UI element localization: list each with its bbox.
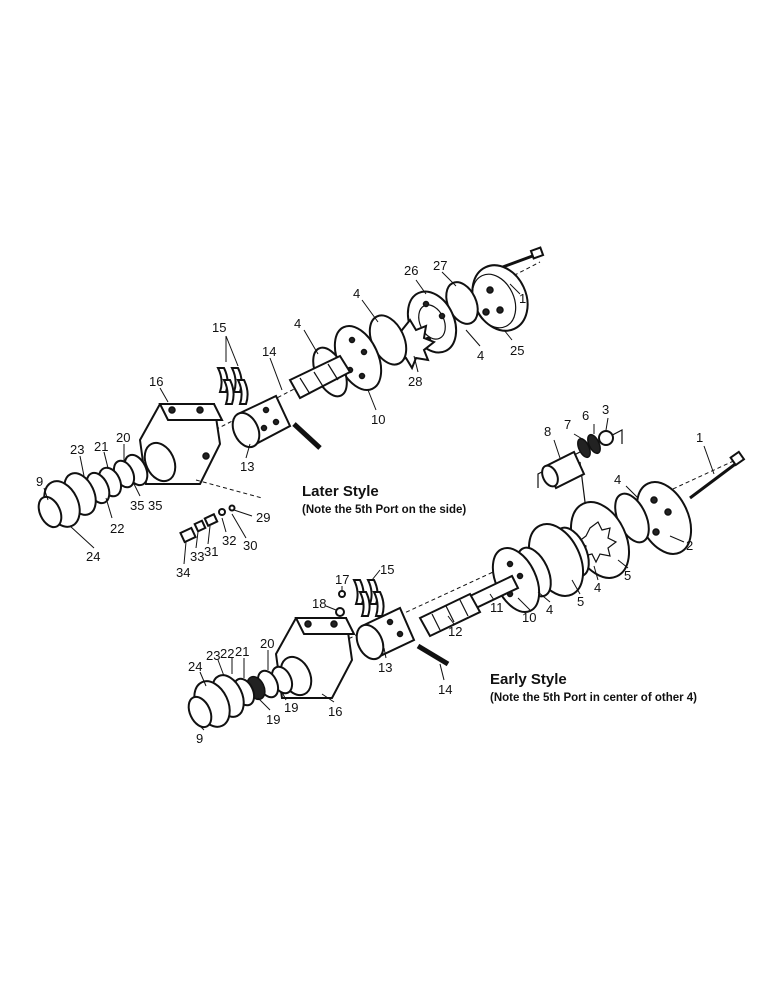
later-pin-part-14: [292, 422, 322, 450]
callout-later-30: 30: [243, 538, 257, 553]
callout-later-16: 16: [149, 374, 163, 389]
callout-early-8: 8: [544, 424, 551, 439]
callout-later-13: 13: [240, 459, 254, 474]
callout-early-24: 24: [188, 659, 202, 674]
callout-later-10: 10: [371, 412, 385, 427]
callout-early-17: 17: [335, 572, 349, 587]
callout-later-26: 26: [404, 263, 418, 278]
callout-early-19a: 19: [284, 700, 298, 715]
later-housing-part-16: [138, 403, 224, 485]
early-style-note: (Note the 5th Port in center of other 4): [490, 692, 697, 704]
early-springs-part-15: [352, 579, 385, 617]
later-style-note: (Note the 5th Port on the side): [302, 504, 466, 516]
callout-later-4a: 4: [353, 286, 360, 301]
callout-later-22: 22: [110, 521, 124, 536]
callout-early-18: 18: [312, 596, 326, 611]
callout-early-22: 22: [220, 646, 234, 661]
early-ring-part-7: [577, 437, 591, 459]
callout-early-19b: 19: [266, 712, 280, 727]
callout-later-4c: 4: [477, 348, 484, 363]
callout-early-10: 10: [522, 610, 536, 625]
callout-later-29: 29: [256, 510, 270, 525]
early-end-cover-part-2: [635, 481, 693, 555]
later-drive-shaft: [288, 354, 352, 400]
early-ring-part-6: [587, 433, 601, 455]
callout-early-6: 6: [582, 408, 589, 423]
early-housing-part-16: [274, 617, 356, 699]
callout-early-4b: 4: [594, 580, 601, 595]
callout-later-34: 34: [176, 565, 190, 580]
early-pin-part-14: [416, 643, 450, 667]
callout-later-23: 23: [70, 442, 84, 457]
early-bolt-part-1: [689, 450, 746, 500]
later-bolt-part-1: [499, 246, 545, 270]
callout-early-4c: 4: [546, 602, 553, 617]
early-style-title: Early Style: [490, 671, 567, 688]
early-ring-part-9: [187, 695, 213, 729]
callout-later-4b: 4: [294, 316, 301, 331]
early-ball-part-3: [598, 430, 614, 446]
callout-early-1: 1: [696, 430, 703, 445]
callout-early-3: 3: [602, 402, 609, 417]
callout-later-9: 9: [36, 474, 43, 489]
callout-early-11: 11: [490, 600, 504, 615]
callout-later-25: 25: [510, 343, 524, 358]
callout-early-13: 13: [378, 660, 392, 675]
callout-early-9: 9: [196, 731, 203, 746]
callout-later-1: 1: [519, 291, 526, 306]
later-ring-part-9: [37, 495, 63, 529]
callout-later-32: 32: [222, 533, 236, 548]
callout-early-15: 15: [380, 562, 394, 577]
later-sleeve-part-13: [231, 394, 292, 449]
early-style-assembly: [187, 417, 746, 731]
callout-early-7: 7: [564, 417, 571, 432]
early-shaft-part-12: [418, 592, 482, 638]
callout-early-12: 12: [448, 624, 462, 639]
callout-later-28: 28: [408, 374, 422, 389]
callout-later-15: 15: [212, 320, 226, 335]
callout-early-20: 20: [260, 636, 274, 651]
callout-later-35a: 35: [130, 498, 144, 513]
early-seat-part-18: [335, 607, 345, 617]
callout-later-35b: 35: [148, 498, 162, 513]
callout-early-23: 23: [206, 648, 220, 663]
callout-early-5a: 5: [624, 568, 631, 583]
later-style-title: Later Style: [302, 483, 379, 500]
callout-early-16: 16: [328, 704, 342, 719]
later-end-cover-part-25: [471, 264, 529, 332]
callout-later-14: 14: [262, 344, 276, 359]
callout-later-31: 31: [204, 544, 218, 559]
callout-later-24: 24: [86, 549, 100, 564]
callout-later-20: 20: [116, 430, 130, 445]
callout-later-27: 27: [433, 258, 447, 273]
callout-early-4a: 4: [614, 472, 621, 487]
early-sleeve-part-13: [355, 606, 416, 661]
callout-early-2: 2: [686, 538, 693, 553]
callout-later-21: 21: [94, 439, 108, 454]
later-style-assembly: [37, 246, 545, 565]
later-port-fitting-parts-29-34: [179, 504, 236, 544]
callout-early-21: 21: [235, 644, 249, 659]
later-springs-part-15: [216, 367, 249, 405]
callout-early-14: 14: [438, 682, 452, 697]
early-valve-body-part-8: [541, 450, 586, 490]
callout-later-33: 33: [190, 549, 204, 564]
callout-early-5b: 5: [577, 594, 584, 609]
